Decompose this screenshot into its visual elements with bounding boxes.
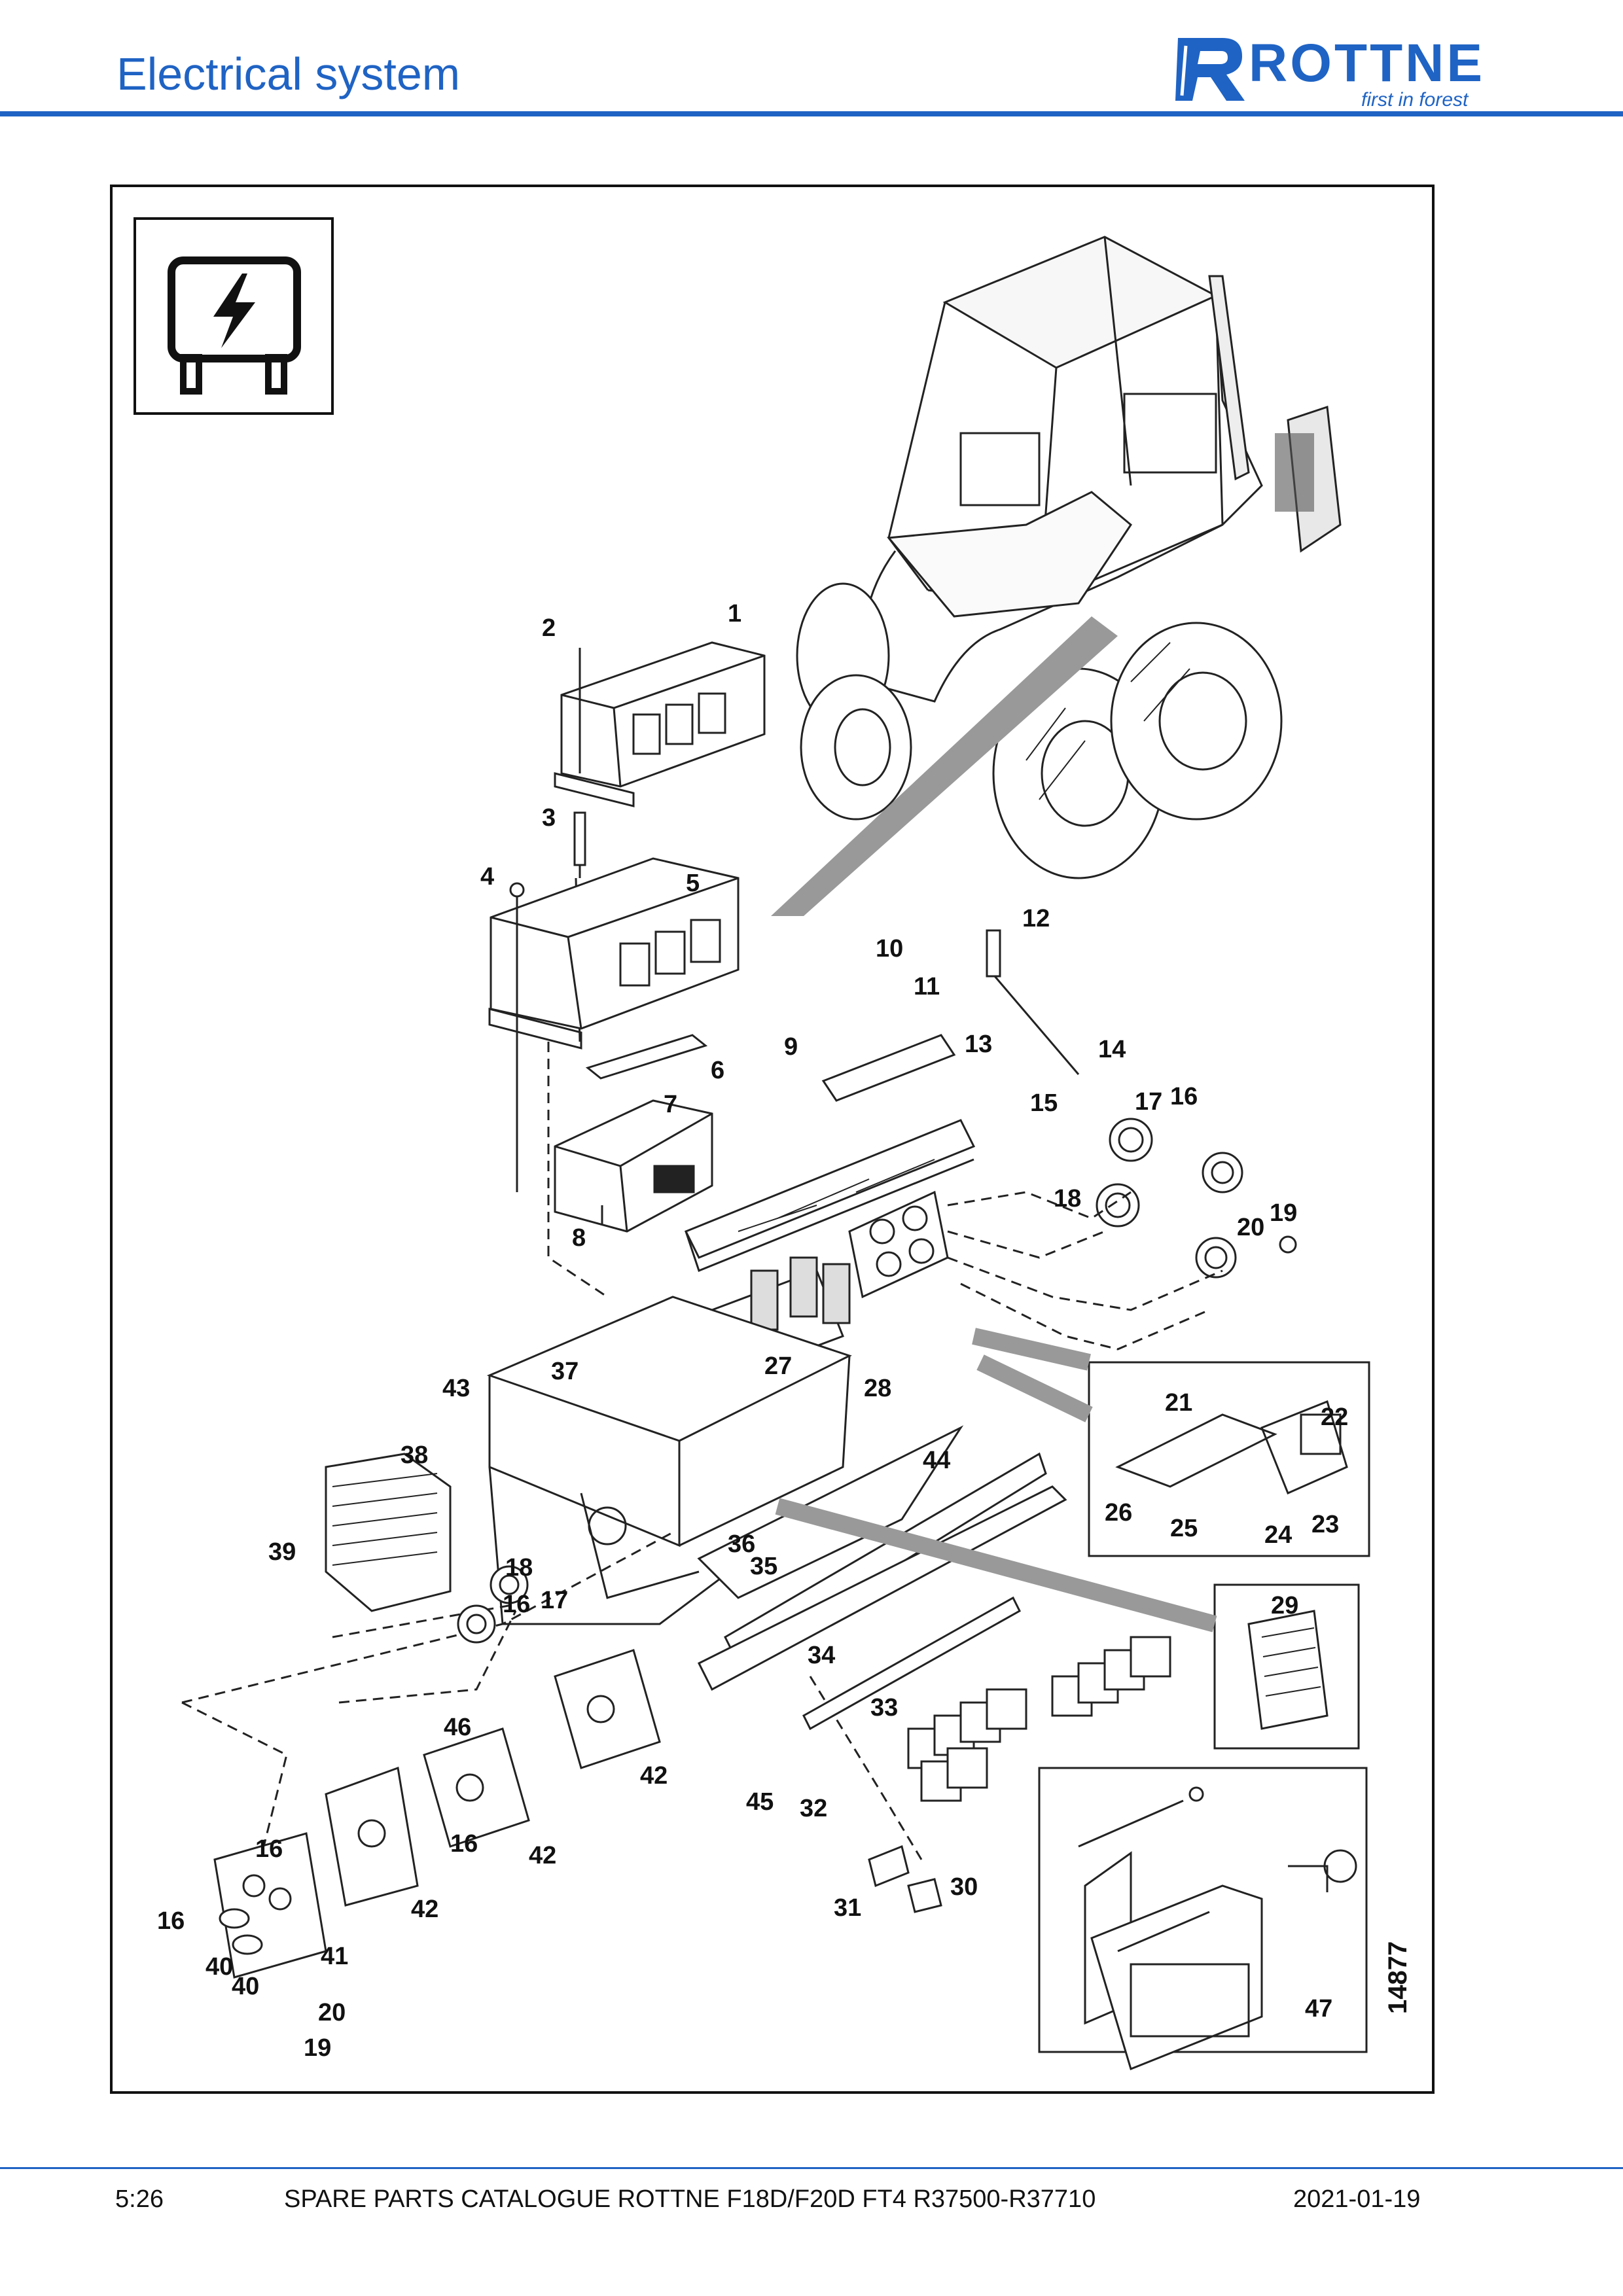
callout-16b: 16 [450, 1830, 478, 1858]
callout-21: 21 [1165, 1389, 1192, 1417]
header-rule [0, 111, 1623, 116]
callout-33: 33 [870, 1694, 898, 1722]
callout-3: 3 [542, 804, 556, 832]
callout-14: 14 [1098, 1036, 1126, 1063]
brand-logo: ROTTNE first in forest [1171, 33, 1512, 111]
callout-41: 41 [321, 1943, 348, 1970]
callout-labels: 1 2 3 4 5 6 7 8 9 10 11 12 13 14 15 16 1… [157, 600, 1348, 2062]
callout-46: 46 [444, 1714, 471, 1741]
callout-34: 34 [808, 1642, 835, 1669]
callout-11: 11 [914, 973, 940, 1000]
callout-44: 44 [923, 1447, 950, 1474]
callout-18a: 18 [1054, 1185, 1081, 1212]
callout-2: 2 [542, 614, 556, 642]
callout-24: 24 [1264, 1521, 1292, 1549]
footer-rule [0, 2167, 1623, 2169]
fuse-box-icon [168, 256, 301, 395]
catalogue-date: 2021-01-19 [1293, 2185, 1421, 2213]
brand-name: ROTTNE [1249, 33, 1486, 93]
exploded-parts-diagram: 1 2 3 4 5 6 7 8 9 10 11 12 13 14 15 16 1… [157, 236, 1370, 2071]
callout-16d: 16 [157, 1907, 185, 1935]
callout-4: 4 [480, 863, 494, 891]
callout-20a: 20 [1237, 1214, 1264, 1241]
callout-6: 6 [711, 1057, 724, 1084]
section-title: Electrical system [116, 48, 461, 99]
callout-35: 35 [750, 1553, 777, 1580]
callout-37: 37 [551, 1358, 579, 1385]
catalogue-title: SPARE PARTS CATALOGUE ROTTNE F18D/F20D F… [284, 2185, 1096, 2213]
callout-42c: 42 [411, 1896, 438, 1923]
part-38-ecu [325, 1453, 452, 1612]
callout-32: 32 [800, 1795, 827, 1822]
callout-16c: 16 [255, 1835, 283, 1863]
callout-5: 5 [686, 870, 700, 897]
rottne-r-logo-icon [1175, 38, 1245, 101]
callout-15: 15 [1030, 1089, 1058, 1117]
relay-cluster [907, 1636, 1171, 1802]
callout-18b: 18 [505, 1554, 533, 1581]
callout-1: 1 [728, 600, 741, 627]
drawing-number: 14877 [1383, 1941, 1412, 2014]
section-icon-box [134, 217, 334, 415]
part-5-display-unit [488, 857, 740, 1192]
callout-20b: 20 [318, 1999, 346, 2026]
figure-frame [110, 185, 1435, 2094]
callout-10: 10 [876, 935, 903, 963]
callout-38: 38 [401, 1441, 428, 1469]
callout-45: 45 [746, 1788, 774, 1816]
callout-19b: 19 [304, 2034, 331, 2062]
callout-31: 31 [834, 1894, 861, 1922]
callout-47: 47 [1305, 1995, 1332, 2022]
callout-43: 43 [442, 1375, 470, 1402]
callout-26: 26 [1105, 1499, 1132, 1527]
callout-19a: 19 [1270, 1199, 1297, 1227]
callout-25: 25 [1170, 1515, 1198, 1542]
callout-42a: 42 [640, 1762, 668, 1790]
callout-7: 7 [664, 1091, 677, 1118]
callout-40a: 40 [205, 1953, 233, 1981]
callout-12: 12 [1022, 905, 1050, 932]
callout-30: 30 [950, 1873, 978, 1901]
callout-17a: 17 [1135, 1088, 1162, 1116]
callout-8: 8 [572, 1224, 586, 1252]
callout-16e: 16 [503, 1591, 530, 1618]
callout-23: 23 [1311, 1511, 1339, 1538]
callout-29: 29 [1271, 1592, 1298, 1619]
forwarder-machine-illustration [796, 236, 1342, 879]
brand-tagline: first in forest [1361, 89, 1469, 111]
part-7-control-unit [554, 1099, 713, 1233]
part-1-display-unit [554, 641, 766, 807]
callout-9: 9 [784, 1033, 798, 1061]
callout-22: 22 [1321, 1404, 1348, 1431]
callout-39: 39 [268, 1538, 296, 1566]
callout-40b: 40 [232, 1973, 259, 2000]
callout-16a: 16 [1170, 1083, 1198, 1110]
callout-42b: 42 [529, 1842, 556, 1869]
callout-17b: 17 [541, 1587, 568, 1614]
callout-27: 27 [764, 1352, 792, 1380]
callout-28: 28 [864, 1375, 891, 1402]
callout-36: 36 [728, 1530, 755, 1558]
page-number: 5:26 [115, 2185, 164, 2213]
callout-13: 13 [965, 1031, 992, 1058]
